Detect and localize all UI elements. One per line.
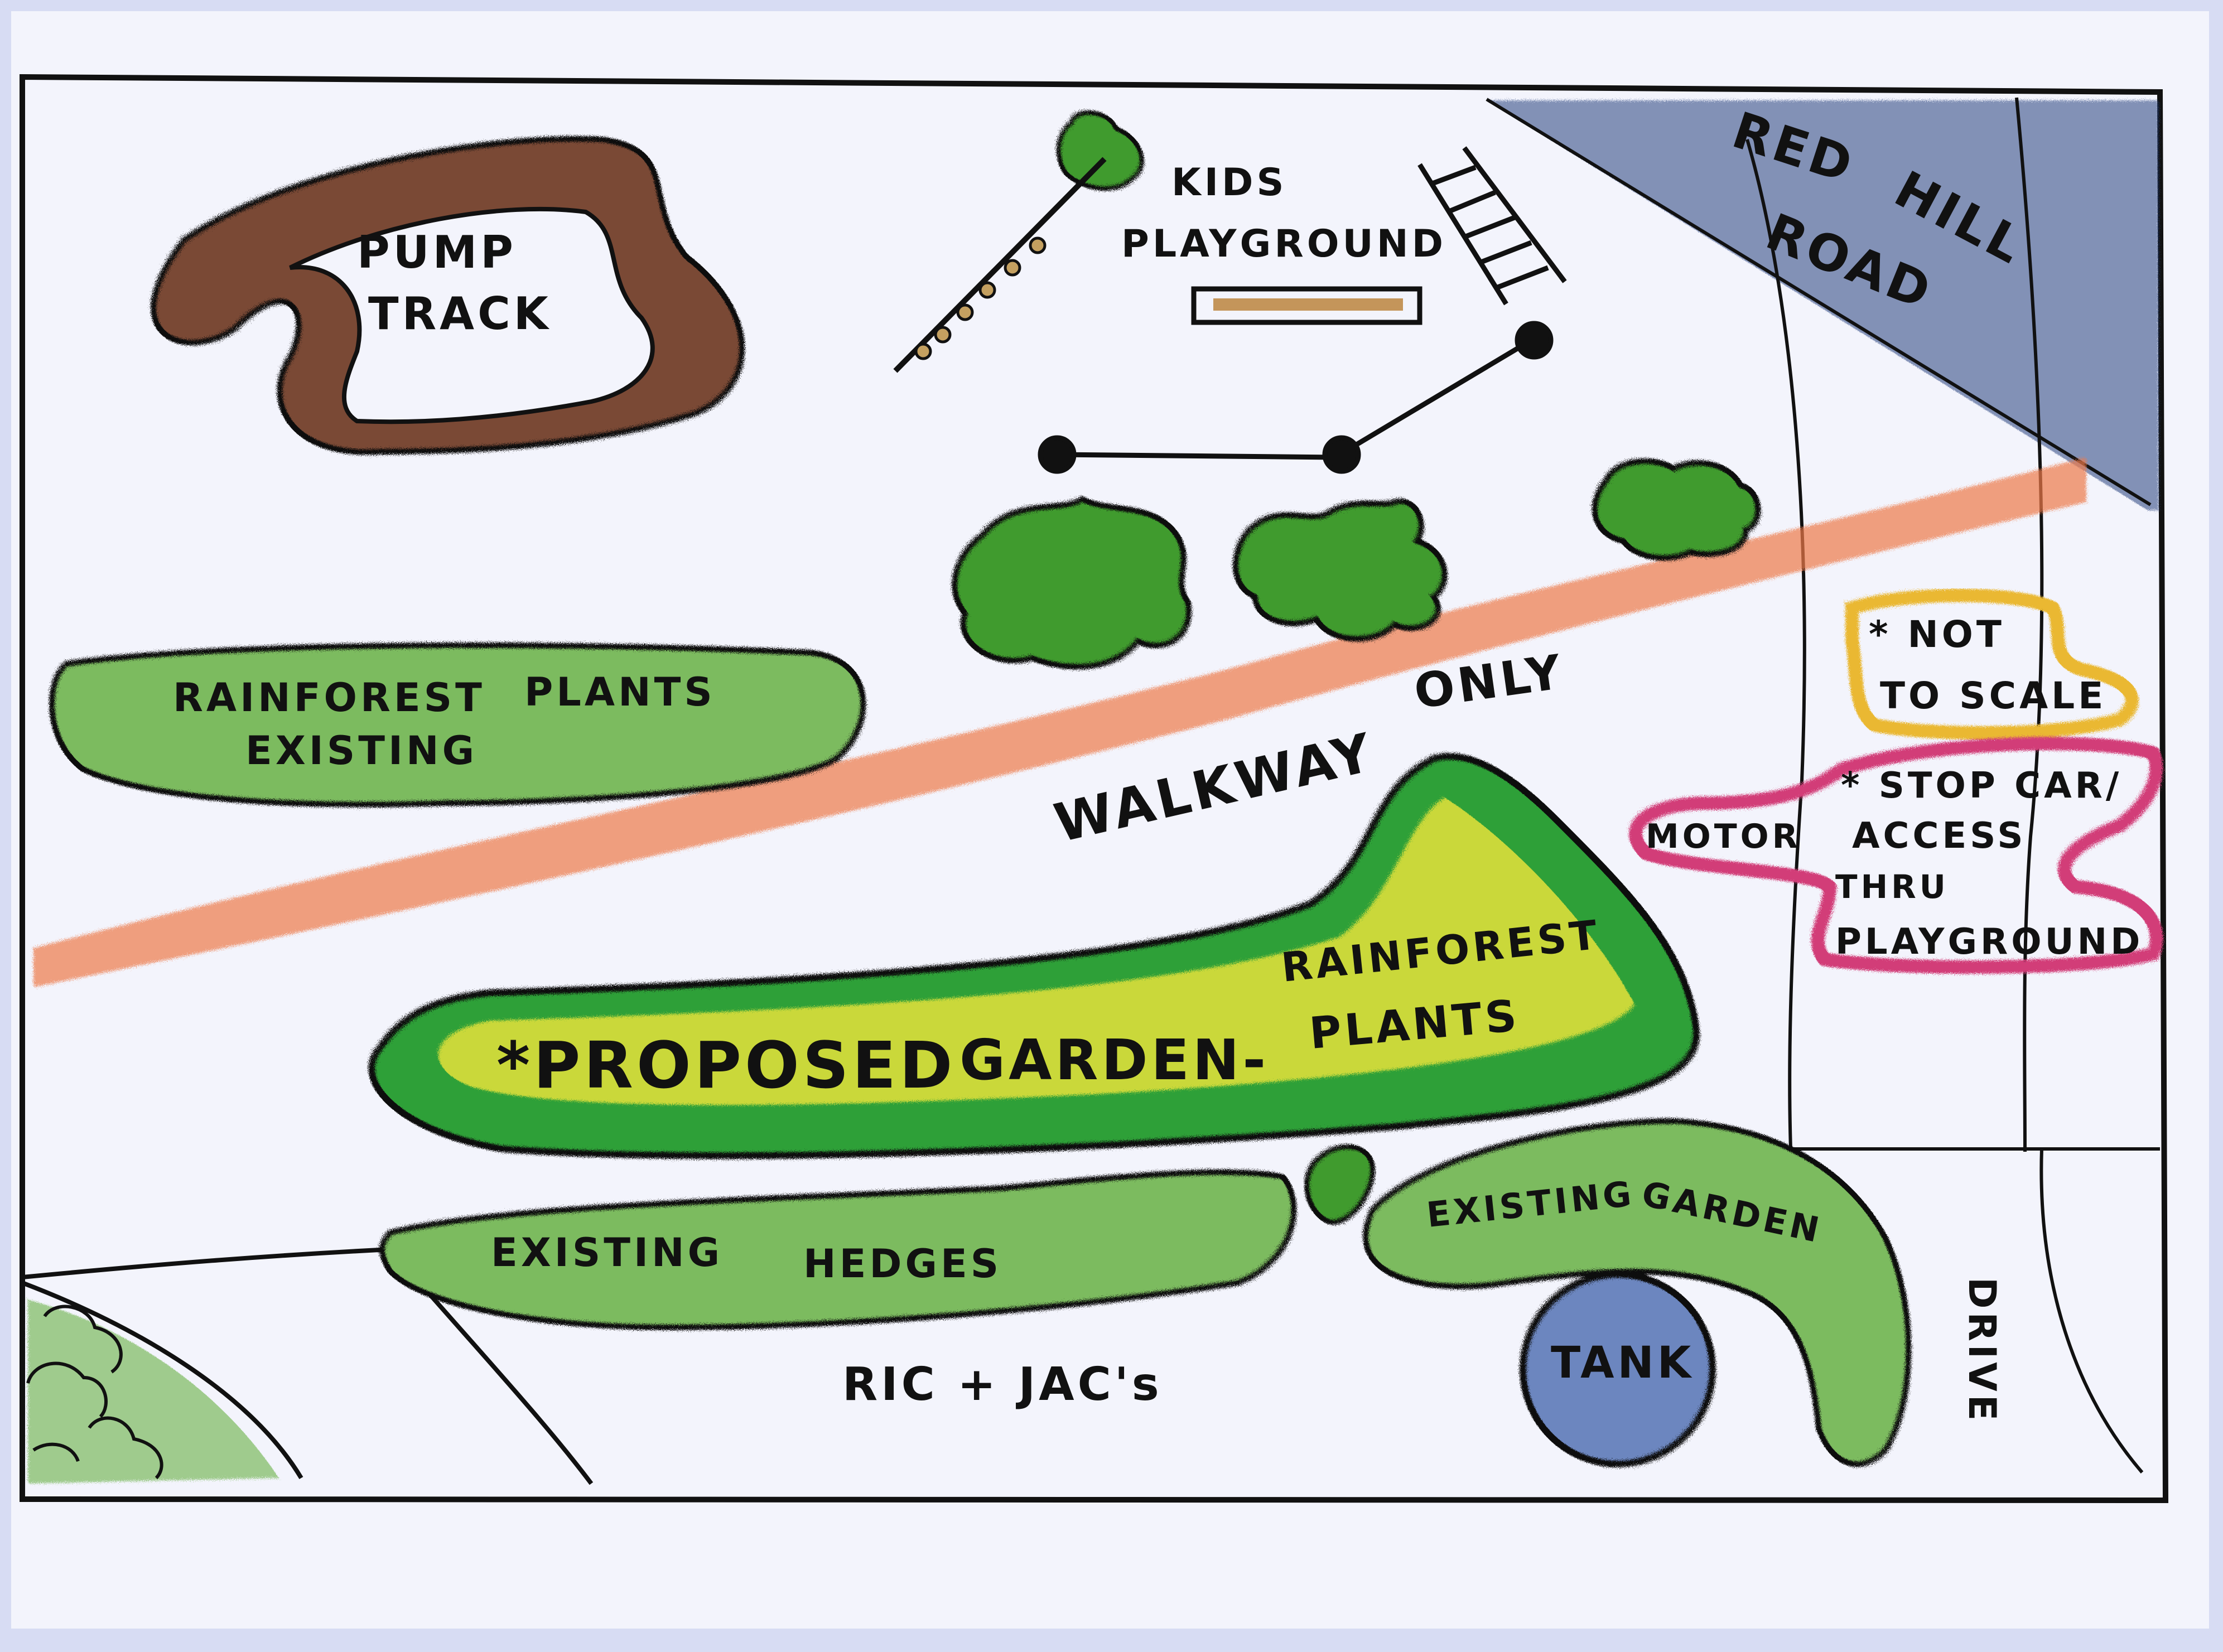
slide-icon [893, 157, 1107, 373]
small-shrub-icon [1304, 1144, 1376, 1225]
swing-icon [1038, 321, 1554, 474]
shrub-1-icon [952, 496, 1192, 670]
rainforest-existing-label-2: PLANTS [524, 669, 716, 715]
ladder-icon [1417, 146, 1567, 306]
not-to-scale-label-2: TO SCALE [1880, 674, 2106, 717]
rainforest-existing: RAINFOREST PLANTS EXISTING [49, 642, 866, 808]
not-to-scale-label: * NOT [1869, 613, 2005, 656]
existing-hedges-label: EXISTING [491, 1230, 723, 1276]
playground-tree-icon [1056, 110, 1144, 191]
rainforest-existing-label: RAINFOREST [173, 675, 485, 721]
corner-trees [26, 1300, 279, 1484]
kids-playground: KIDS PLAYGROUND [893, 110, 1567, 474]
kids-playground-label: KIDS [1171, 161, 1287, 205]
water-tank: TANK [1520, 1271, 1716, 1467]
motor-label: MOTOR [1646, 817, 1801, 856]
corner-tree-icon [26, 1305, 163, 1480]
shrub-2-icon [1233, 498, 1448, 642]
pump-track-label: PUMP [357, 226, 517, 278]
drive-label: DRIVE [1960, 1277, 2004, 1424]
tank-label: TANK [1551, 1338, 1694, 1388]
not-to-scale-note: * NOT TO SCALE [1845, 588, 2139, 740]
proposed-garden: *PROPOSED GARDEN- RAINFOREST PLANTS [368, 753, 1700, 1160]
slide-rungs [914, 236, 1047, 360]
stop-access-label-2: ACCESS [1852, 815, 2027, 857]
existing-garden: EXISTING GARDEN [1363, 1118, 1912, 1467]
shrub-3-icon [1592, 458, 1761, 561]
stop-access-label-3: THRU [1835, 868, 1949, 906]
playground-shrubs [952, 458, 1761, 670]
walkway-path [33, 457, 2086, 987]
stop-access-label: * STOP CAR/ [1841, 765, 2122, 806]
rainforest-existing-label-3: EXISTING [245, 728, 478, 774]
property-boundary [20, 74, 2169, 1504]
pump-track: PUMP TRACK [151, 136, 745, 455]
stop-access-note: * STOP CAR/ ACCESS THRU PLAYGROUND MOTOR [1629, 737, 2163, 974]
proposed-garden-label-2: GARDEN- [959, 1027, 1269, 1093]
existing-hedges-label-2: HEDGES [803, 1241, 1002, 1287]
pump-track-label-2: TRACK [368, 288, 552, 340]
stop-access-label-4: PLAYGROUND [1835, 921, 2143, 963]
proposed-garden-label: *PROPOSED [496, 1028, 956, 1103]
neighbours-label: RIC + JAC's [842, 1358, 1163, 1411]
existing-hedges: EXISTING HEDGES [379, 1169, 1297, 1331]
kids-playground-label-2: PLAYGROUND [1121, 222, 1446, 266]
